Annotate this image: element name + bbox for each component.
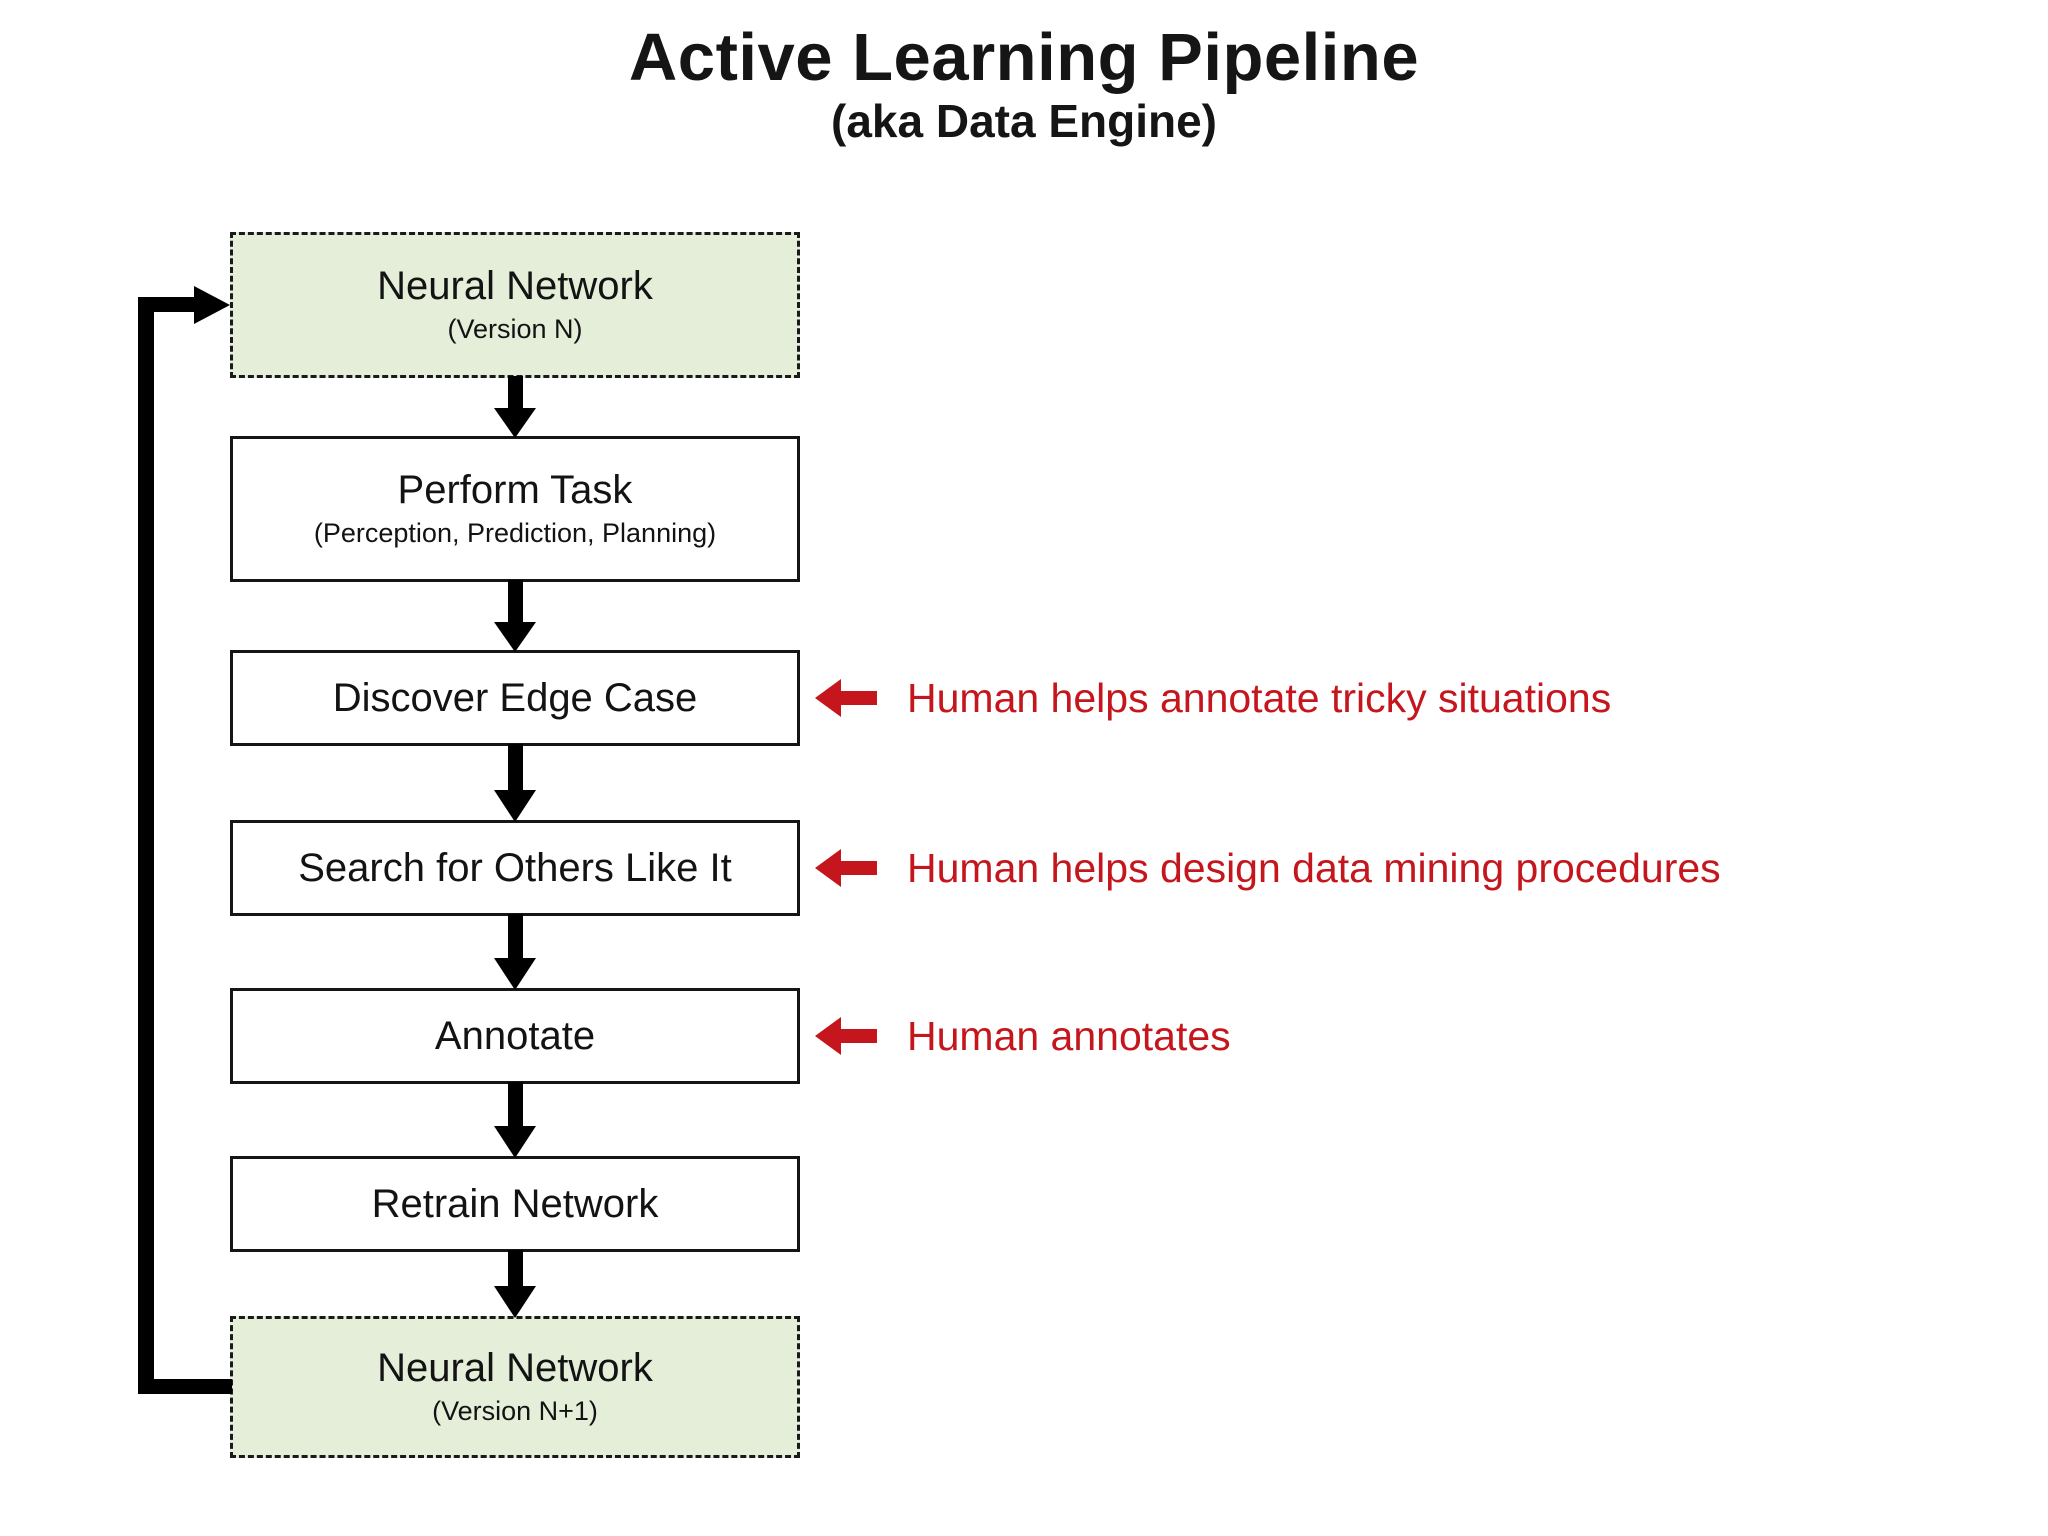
node-label: Neural Network xyxy=(377,264,653,309)
arrow-head xyxy=(494,408,536,438)
arrow-shaft xyxy=(507,744,523,790)
flow-node-search-for-others-like-it: Search for Others Like It xyxy=(230,820,800,916)
flow-node-discover-edge-case: Discover Edge Case xyxy=(230,650,800,746)
feedback-loop-arrowhead-icon xyxy=(194,286,230,324)
down-arrow-icon-2 xyxy=(494,580,536,652)
left-block-arrow-icon xyxy=(815,849,877,887)
arrow-head xyxy=(494,1126,536,1158)
flow-node-retrain-network: Retrain Network xyxy=(230,1156,800,1252)
down-arrow-icon-6 xyxy=(494,1250,536,1318)
arrow-shaft xyxy=(507,1250,523,1286)
down-arrow-icon-4 xyxy=(494,914,536,990)
node-sublabel: (Version N+1) xyxy=(432,1396,598,1427)
node-label: Perform Task xyxy=(397,468,633,513)
node-sublabel: (Version N) xyxy=(447,314,583,345)
page-subtitle: (aka Data Engine) xyxy=(831,95,1217,148)
down-arrow-icon-3 xyxy=(494,744,536,822)
annotation-text: Human helps design data mining procedure… xyxy=(907,844,1721,891)
flow-node-neural-network-version-n-plus-1: Neural Network (Version N+1) xyxy=(230,1316,800,1458)
arrow-head xyxy=(494,958,536,990)
page-title: Active Learning Pipeline xyxy=(628,20,1420,95)
down-arrow-icon-5 xyxy=(494,1082,536,1158)
arrow-shaft xyxy=(507,580,523,622)
feedback-loop-top-segment xyxy=(138,297,196,312)
flow-node-perform-task: Perform Task (Perception, Prediction, Pl… xyxy=(230,436,800,582)
node-label: Search for Others Like It xyxy=(298,846,732,890)
node-label: Discover Edge Case xyxy=(332,676,698,720)
feedback-loop-vertical-line xyxy=(138,297,154,1394)
down-arrow-icon-1 xyxy=(494,376,536,438)
node-sublabel: (Perception, Prediction, Planning) xyxy=(313,518,717,549)
annotation-row-human-annotates: Human annotates xyxy=(815,1011,1231,1061)
left-block-arrow-icon xyxy=(815,679,877,717)
annotation-row-tricky-situations: Human helps annotate tricky situations xyxy=(815,673,1611,723)
node-label: Retrain Network xyxy=(371,1182,659,1226)
arrow-shaft xyxy=(507,914,523,958)
node-label: Neural Network xyxy=(377,1346,653,1391)
title-block: Active Learning Pipeline (aka Data Engin… xyxy=(0,20,2048,148)
flow-node-annotate: Annotate xyxy=(230,988,800,1084)
flow-node-neural-network-version-n: Neural Network (Version N) xyxy=(230,232,800,378)
annotation-row-data-mining: Human helps design data mining procedure… xyxy=(815,843,1721,893)
arrow-shaft xyxy=(507,376,523,408)
arrow-shaft xyxy=(507,1082,523,1126)
node-label: Annotate xyxy=(434,1014,596,1058)
left-block-arrow-icon xyxy=(815,1017,877,1055)
annotation-text: Human annotates xyxy=(907,1012,1231,1059)
annotation-text: Human helps annotate tricky situations xyxy=(907,674,1612,721)
feedback-loop-bottom-segment xyxy=(138,1379,232,1394)
arrow-head xyxy=(494,622,536,652)
arrow-head xyxy=(494,1286,536,1318)
arrow-head xyxy=(494,790,536,822)
